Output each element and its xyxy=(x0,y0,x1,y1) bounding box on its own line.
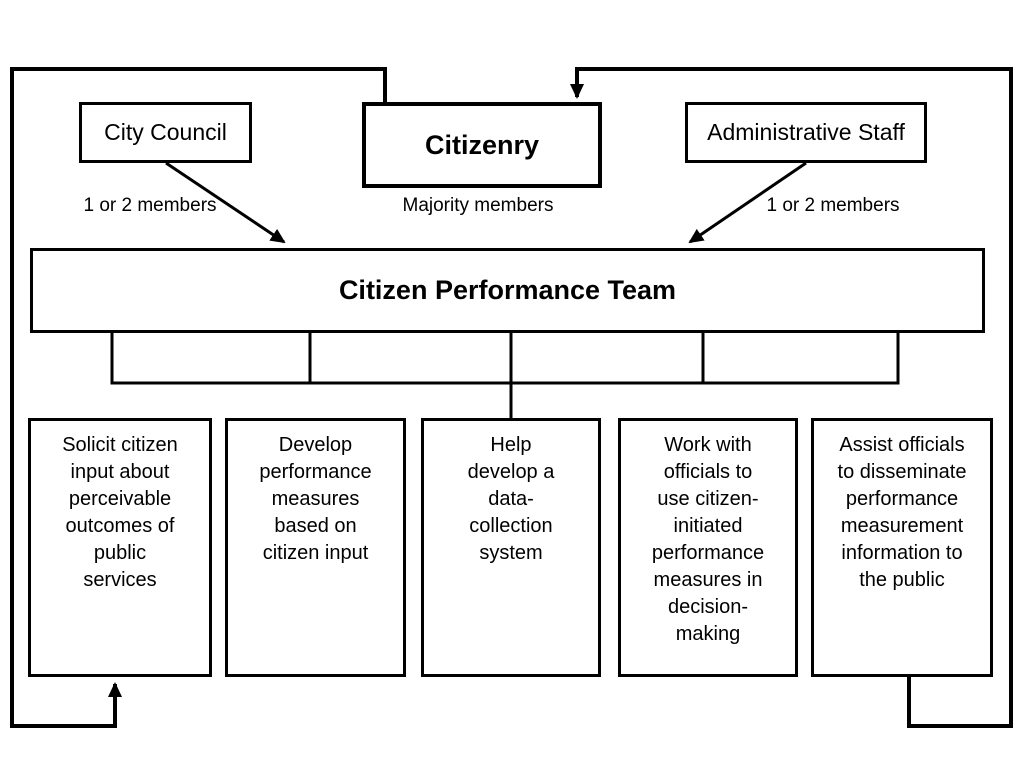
node-citizenry: Citizenry xyxy=(362,102,602,188)
node-citizen-performance-team: Citizen Performance Team xyxy=(30,248,985,333)
task-box-disseminate-info: Assist officials to disseminate performa… xyxy=(811,418,993,677)
team-label: Citizen Performance Team xyxy=(338,275,677,305)
city-council-member-note: 1 or 2 members xyxy=(83,195,217,216)
council-to-team-arrow xyxy=(165,161,286,244)
citizenry-member-note: Majority members xyxy=(402,195,554,216)
staff-to-team-arrow xyxy=(688,161,807,244)
city-council-label: City Council xyxy=(104,119,227,145)
task-box-decision-making: Work with officials to use citizen- init… xyxy=(618,418,798,677)
administrative-staff-member-note: 1 or 2 members xyxy=(766,195,900,216)
feedback-loop-left-line xyxy=(10,67,387,728)
task-box-develop-measures: Develop performance measures based on ci… xyxy=(225,418,406,677)
node-city-council: City Council xyxy=(79,102,252,163)
administrative-staff-label: Administrative Staff xyxy=(707,119,905,145)
task-box-data-collection: Help develop a data- collection system xyxy=(421,418,601,677)
team-task-bracket xyxy=(110,331,900,418)
task-box-solicit-input: Solicit citizen input about perceivable … xyxy=(28,418,212,677)
feedback-loop-right-line xyxy=(570,67,1013,728)
citizenry-label: Citizenry xyxy=(424,129,540,160)
node-administrative-staff: Administrative Staff xyxy=(685,102,927,163)
